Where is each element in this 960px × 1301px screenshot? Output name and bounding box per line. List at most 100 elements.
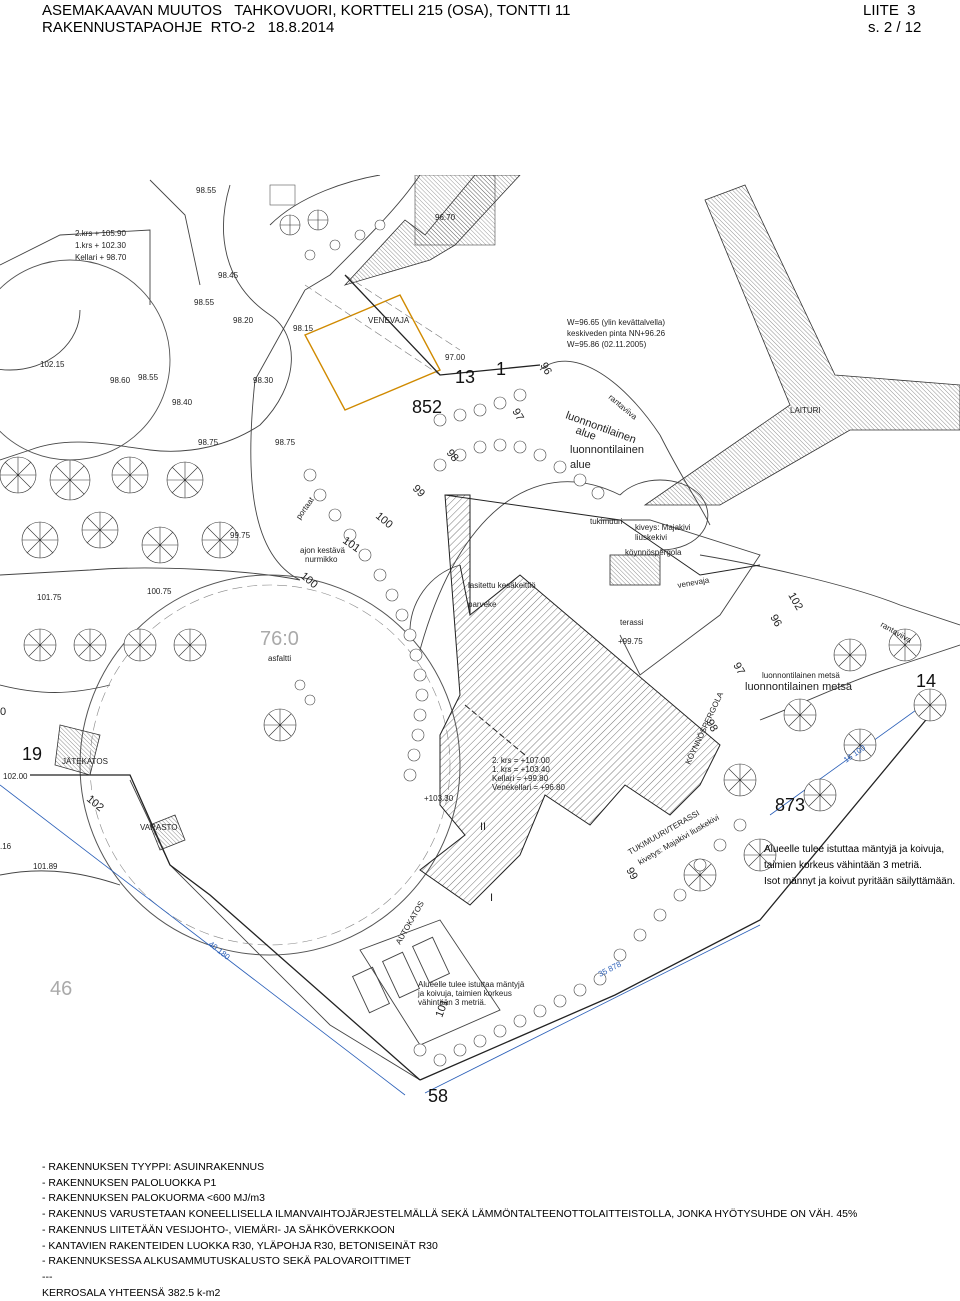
trees — [0, 209, 947, 892]
spot-level: 101.75 — [37, 593, 62, 602]
spot-level: 102.15 — [40, 360, 65, 369]
spot-level: 101.89 — [33, 862, 58, 871]
paving-label: kiveys: Majakivi — [635, 523, 691, 532]
pergola-label: köynnöspergola — [625, 548, 682, 557]
planting-note: Alueelle tulee istuttaa mäntyjä ja koivu… — [764, 842, 960, 890]
small-planting-note: ja koivuja, taimien korkeus — [417, 989, 512, 998]
retaining-wall-label: tukimuuri — [590, 517, 623, 526]
contour-label: 100 — [373, 510, 395, 531]
contour-label: 99 — [410, 483, 427, 500]
varasto-shape — [149, 814, 186, 851]
shoreline-label: rantaviiva — [607, 393, 639, 422]
building-notes: - RAKENNUKSEN TYYPPI: ASUINRAKENNUS - RA… — [42, 1160, 942, 1301]
note-line: - RAKENNUKSEN PALOLUOKKA P1 — [42, 1176, 217, 1189]
spot-level: 98.55 — [138, 373, 159, 382]
faint-number-46: 46 — [50, 978, 72, 1000]
shrubs — [294, 219, 747, 1067]
boat-slip — [414, 175, 496, 246]
venevaja-label: VENEVAJA — [368, 316, 410, 325]
planting-note-line: Isot männyt ja koivut pyritään säilyttäm… — [764, 876, 956, 887]
plot-number-58: 58 — [428, 1086, 448, 1106]
carport-label: AUTOKATOS — [394, 900, 426, 946]
terrace — [600, 479, 761, 676]
spot-level: 98.45 — [218, 271, 239, 280]
plot-number: 19 — [22, 744, 42, 764]
water-level: W=96.65 (ylin kevättalvella) — [567, 318, 665, 327]
plot-number-873: 873 — [775, 795, 805, 815]
spot-level: 98.20 — [233, 316, 254, 325]
balcony-label: parveke — [468, 600, 497, 609]
neighbour-level-kellari: Kellari + 98.70 — [75, 253, 127, 262]
faint-number-760: 76:0 — [260, 628, 299, 650]
floor-marker-I: I — [490, 892, 493, 904]
floor-level: Venekellari = +96.80 — [492, 783, 565, 792]
floor-marker-II: II — [480, 821, 486, 833]
spot-level: 98.55 — [196, 186, 217, 195]
neighbour-level-2krs: 2.krs + 105.90 — [75, 229, 126, 238]
drivable-lawn-label: ajon kestävä — [300, 546, 345, 555]
storage-label: VARASTO — [140, 823, 178, 832]
autokatos — [351, 919, 501, 1046]
spot-level: +99.75 — [618, 637, 643, 646]
dimension-label: 35 878 — [597, 959, 623, 978]
boathouse-small-label: venevaja — [677, 575, 711, 590]
contour-label: 97 — [509, 407, 526, 424]
water-level: W=95.86 (02.11.2005) — [567, 340, 647, 349]
floor-level: 2. krs = +107.00 — [492, 756, 550, 765]
spot-level: 98.55 — [194, 298, 215, 307]
floor-level: 1. krs = +103.40 — [492, 765, 550, 774]
nature-area-label: luonnontilainen — [570, 444, 644, 456]
note-line: - RAKENNUS VARUSTETAAN KONEELLISELLA ILM… — [42, 1208, 858, 1221]
planting-note-line: taimien korkeus vähintään 3 metriä. — [764, 860, 922, 871]
main-building — [419, 494, 761, 906]
dimension-label: 40 180 — [207, 939, 232, 961]
attachment-label: LIITE 3 — [863, 2, 916, 19]
laituri-label: LAITURI — [790, 406, 821, 415]
edge-number-0: 0 — [0, 706, 6, 718]
kitchen-label: lasitettu kesäkeittiö — [468, 581, 536, 590]
plot-number-852: 852 — [412, 397, 442, 417]
page-number: s. 2 / 12 — [868, 19, 922, 36]
contour-label: 99 — [623, 866, 640, 883]
spot-level: +103.30 — [424, 794, 454, 803]
plot-number: 13 — [455, 367, 475, 387]
paving-label: liuskekivi — [635, 533, 667, 542]
document-title: ASEMAKAAVAN MUUTOS TAHKOVUORI, KORTTELI … — [42, 2, 571, 19]
spot-level: .16 — [0, 842, 12, 851]
terrace-label: terassi — [620, 618, 644, 627]
spot-level: 100.75 — [147, 587, 172, 596]
forest-label: luonnontilainen metsä — [745, 681, 853, 693]
contour-label: 96 — [537, 361, 554, 378]
jatekatos-shape — [54, 724, 101, 776]
forest-label-small: luonnontilainen metsä — [762, 671, 840, 680]
spot-level: 98.75 — [198, 438, 219, 447]
note-line: - RAKENNUS LIITETÄÄN VESIJOHTO-, VIEMÄRI… — [42, 1223, 395, 1236]
contour-label: 102 — [84, 793, 106, 814]
document-subtitle: RAKENNUSTAPAOHJE RTO-2 18.8.2014 — [42, 19, 335, 36]
small-planting-note: vähintään 3 metriä. — [418, 998, 486, 1007]
contour-label: 97 — [730, 661, 747, 678]
spot-level: 97.00 — [445, 353, 466, 362]
note-line: - RAKENNUKSEN PALOKUORMA <600 MJ/m3 — [42, 1192, 265, 1205]
floor-area-total: KERROSALA YHTEENSÄ 382.5 k-m2 — [42, 1286, 221, 1299]
contour-label: 96 — [767, 613, 784, 630]
stairs-label: portaat — [294, 495, 316, 521]
note-line: - RAKENNUKSESSA ALKUSAMMUTUSKALUSTO SEKÄ… — [42, 1255, 411, 1268]
spot-level: 98.60 — [110, 376, 131, 385]
laituri — [643, 184, 960, 506]
note-line: --- — [42, 1270, 53, 1283]
spot-level: 98.15 — [293, 324, 314, 333]
spot-level: 99.75 — [230, 531, 251, 540]
drivable-lawn-label: nurmikko — [305, 555, 338, 564]
spot-level: 96.70 — [435, 213, 456, 222]
note-line: - KANTAVIEN RAKENTEIDEN LUOKKA R30, YLÄP… — [42, 1239, 438, 1252]
contour-label: 102 — [785, 591, 805, 613]
planting-note-line: Alueelle tulee istuttaa mäntyjä ja koivu… — [764, 844, 945, 855]
contour-label: 101 — [434, 998, 452, 1019]
water-level: keskiveden pinta NN+96.26 — [567, 329, 666, 338]
spot-level: 98.40 — [172, 398, 193, 407]
site-plan: 76:0 46 0 2.krs + 105.90 1.krs + 102.30 … — [0, 175, 960, 1106]
floor-level: Kellari = +99.80 — [492, 774, 549, 783]
spot-level: 98.30 — [253, 376, 274, 385]
asphalt-label: asfaltti — [268, 654, 291, 663]
